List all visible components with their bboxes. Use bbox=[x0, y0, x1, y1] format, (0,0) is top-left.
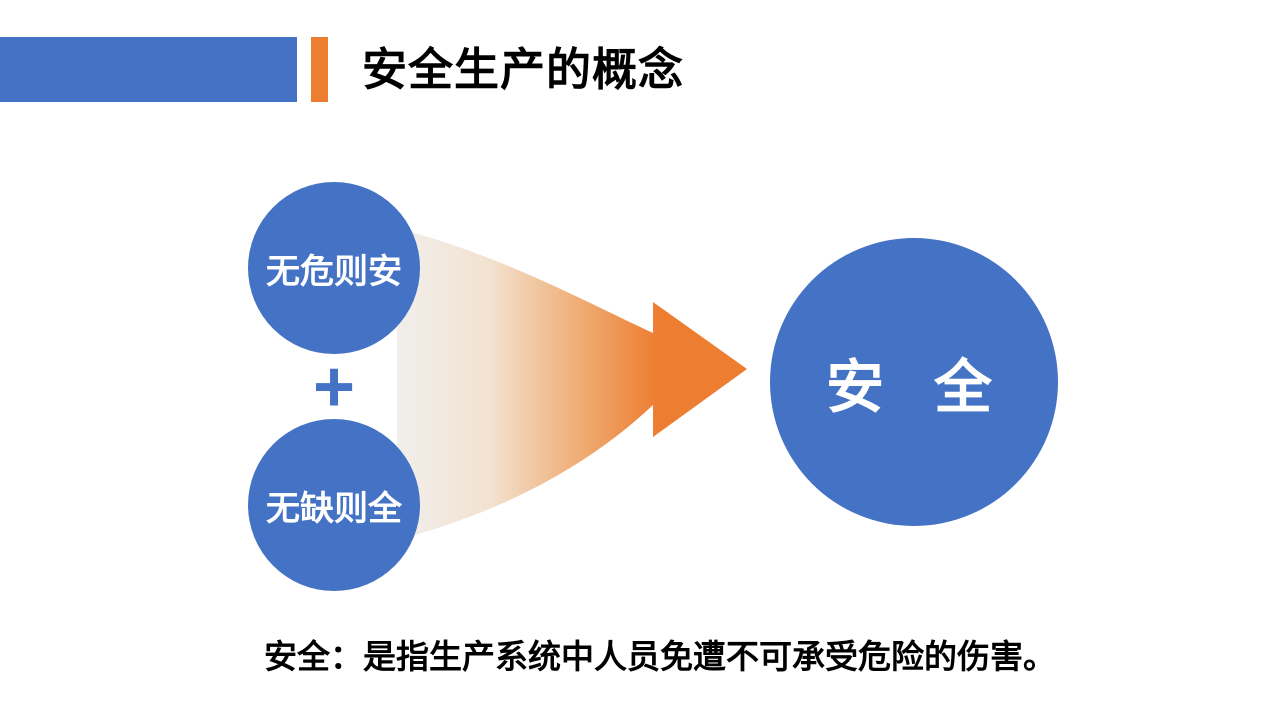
funnel-arrow-shape bbox=[397, 228, 747, 540]
input-circle-no-danger: 无危则安 bbox=[248, 182, 420, 354]
result-circle-safety: 安 全 bbox=[770, 238, 1058, 526]
header-blue-bar bbox=[0, 37, 297, 102]
converge-arrow-graphic bbox=[397, 228, 747, 540]
caption-text: 安全：是指生产系统中人员免遭不可承受危险的伤害。 bbox=[264, 638, 1056, 675]
result-circle-label: 安 全 bbox=[825, 355, 1003, 420]
input-circle-no-defect: 无缺则全 bbox=[248, 419, 420, 591]
header-accent-bar bbox=[311, 37, 328, 102]
input-circle-label: 无缺则全 bbox=[266, 489, 402, 528]
plus-icon: + bbox=[312, 347, 356, 427]
input-circle-label: 无危则安 bbox=[266, 252, 402, 291]
page-title: 安全生产的概念 bbox=[362, 44, 685, 95]
